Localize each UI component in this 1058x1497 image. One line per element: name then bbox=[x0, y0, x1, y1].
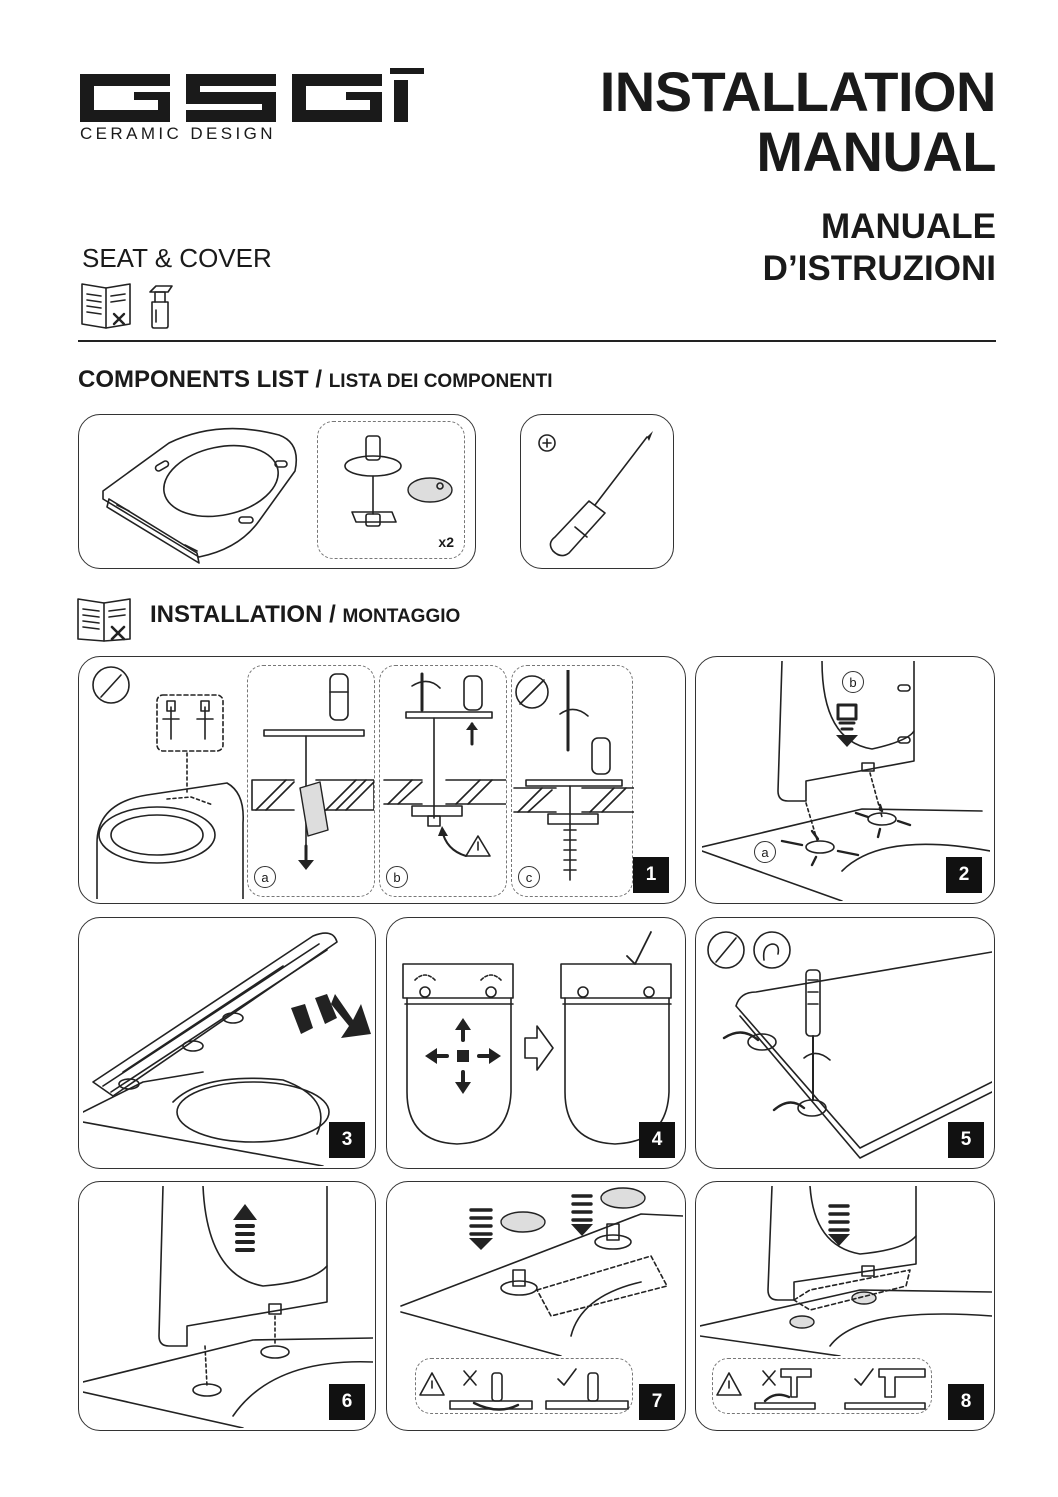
header-icons bbox=[81, 283, 173, 329]
manual-book-icon bbox=[81, 283, 131, 329]
step-1c-illustration bbox=[513, 670, 634, 881]
title-italian: MANUALE D’ISTRUZIONI bbox=[762, 207, 996, 288]
step-6-panel: 6 bbox=[78, 1181, 376, 1431]
step-number-4: 4 bbox=[639, 1122, 675, 1158]
check-mark-icon bbox=[557, 1368, 577, 1386]
step-3-illustration bbox=[83, 932, 371, 1166]
cross-mark-icon bbox=[463, 1370, 477, 1386]
step-number-8: 8 bbox=[948, 1384, 984, 1420]
step-2-label-a: a bbox=[754, 841, 776, 863]
step-1-overview-illustration bbox=[92, 666, 244, 899]
step-7-warning-box bbox=[415, 1358, 633, 1414]
step-7-panel: 7 bbox=[386, 1181, 686, 1431]
title-english: INSTALLATION MANUAL bbox=[599, 60, 997, 183]
spray-bottle-icon bbox=[149, 285, 173, 329]
phillips-screwdriver-icon bbox=[538, 431, 653, 557]
gsg-logo bbox=[80, 68, 424, 122]
components-panel: x2 bbox=[78, 414, 476, 569]
seat-cover-illustration bbox=[102, 427, 298, 564]
sub-step-c: c bbox=[518, 866, 540, 888]
step-1a-illustration bbox=[251, 673, 374, 870]
step-2-label-b: b bbox=[842, 671, 864, 693]
product-name: SEAT & COVER bbox=[82, 243, 272, 273]
sub-step-b: b bbox=[386, 866, 408, 888]
step-number-6: 6 bbox=[329, 1384, 365, 1420]
logo-subtitle: CERAMIC DESIGN bbox=[80, 124, 276, 143]
step-4-panel: 4 bbox=[386, 917, 686, 1169]
step-1-panel: a b bbox=[78, 656, 686, 904]
step-number-5: 5 bbox=[948, 1122, 984, 1158]
warning-triangle-icon bbox=[716, 1372, 742, 1396]
step-6-illustration bbox=[83, 1186, 373, 1428]
step-3-panel: 3 bbox=[78, 917, 376, 1169]
step-1c-box: c bbox=[511, 665, 634, 897]
step-8-warning-illustration bbox=[716, 1368, 926, 1410]
installation-heading: INSTALLATION / MONTAGGIO bbox=[150, 601, 461, 628]
hinge-fixing-illustration bbox=[344, 435, 453, 527]
step-number-1: 1 bbox=[633, 857, 669, 893]
step-8-illustration bbox=[700, 1186, 992, 1356]
step-7-warning-illustration bbox=[419, 1368, 629, 1411]
step-4-illustration bbox=[402, 931, 672, 1145]
step-8-warning-box bbox=[712, 1358, 932, 1414]
hinge-kit-box: x2 bbox=[317, 421, 465, 559]
step-number-7: 7 bbox=[639, 1384, 675, 1420]
step-2-panel: b a 2 bbox=[695, 656, 995, 904]
step-7-illustration bbox=[400, 1187, 683, 1356]
tool-panel bbox=[520, 414, 674, 569]
sub-step-a: a bbox=[254, 866, 276, 888]
cross-mark-icon bbox=[762, 1370, 776, 1386]
step-2-illustration bbox=[702, 661, 990, 901]
step-1b-box: b bbox=[379, 665, 507, 897]
step-1a-box: a bbox=[247, 665, 375, 897]
step-number-3: 3 bbox=[329, 1122, 365, 1158]
step-1b-illustration bbox=[383, 672, 506, 857]
header-divider bbox=[78, 340, 996, 342]
quantity-label: x2 bbox=[438, 534, 454, 550]
step-5-panel: 5 bbox=[695, 917, 995, 1169]
step-8-panel: 8 bbox=[695, 1181, 995, 1431]
step-number-2: 2 bbox=[946, 857, 982, 893]
check-mark-icon bbox=[854, 1368, 874, 1386]
components-heading: COMPONENTS LIST / LISTA DEI COMPONENTI bbox=[78, 366, 553, 393]
manual-book-icon bbox=[77, 598, 131, 642]
step-5-illustration bbox=[707, 931, 992, 1159]
warning-triangle-icon bbox=[419, 1372, 445, 1396]
